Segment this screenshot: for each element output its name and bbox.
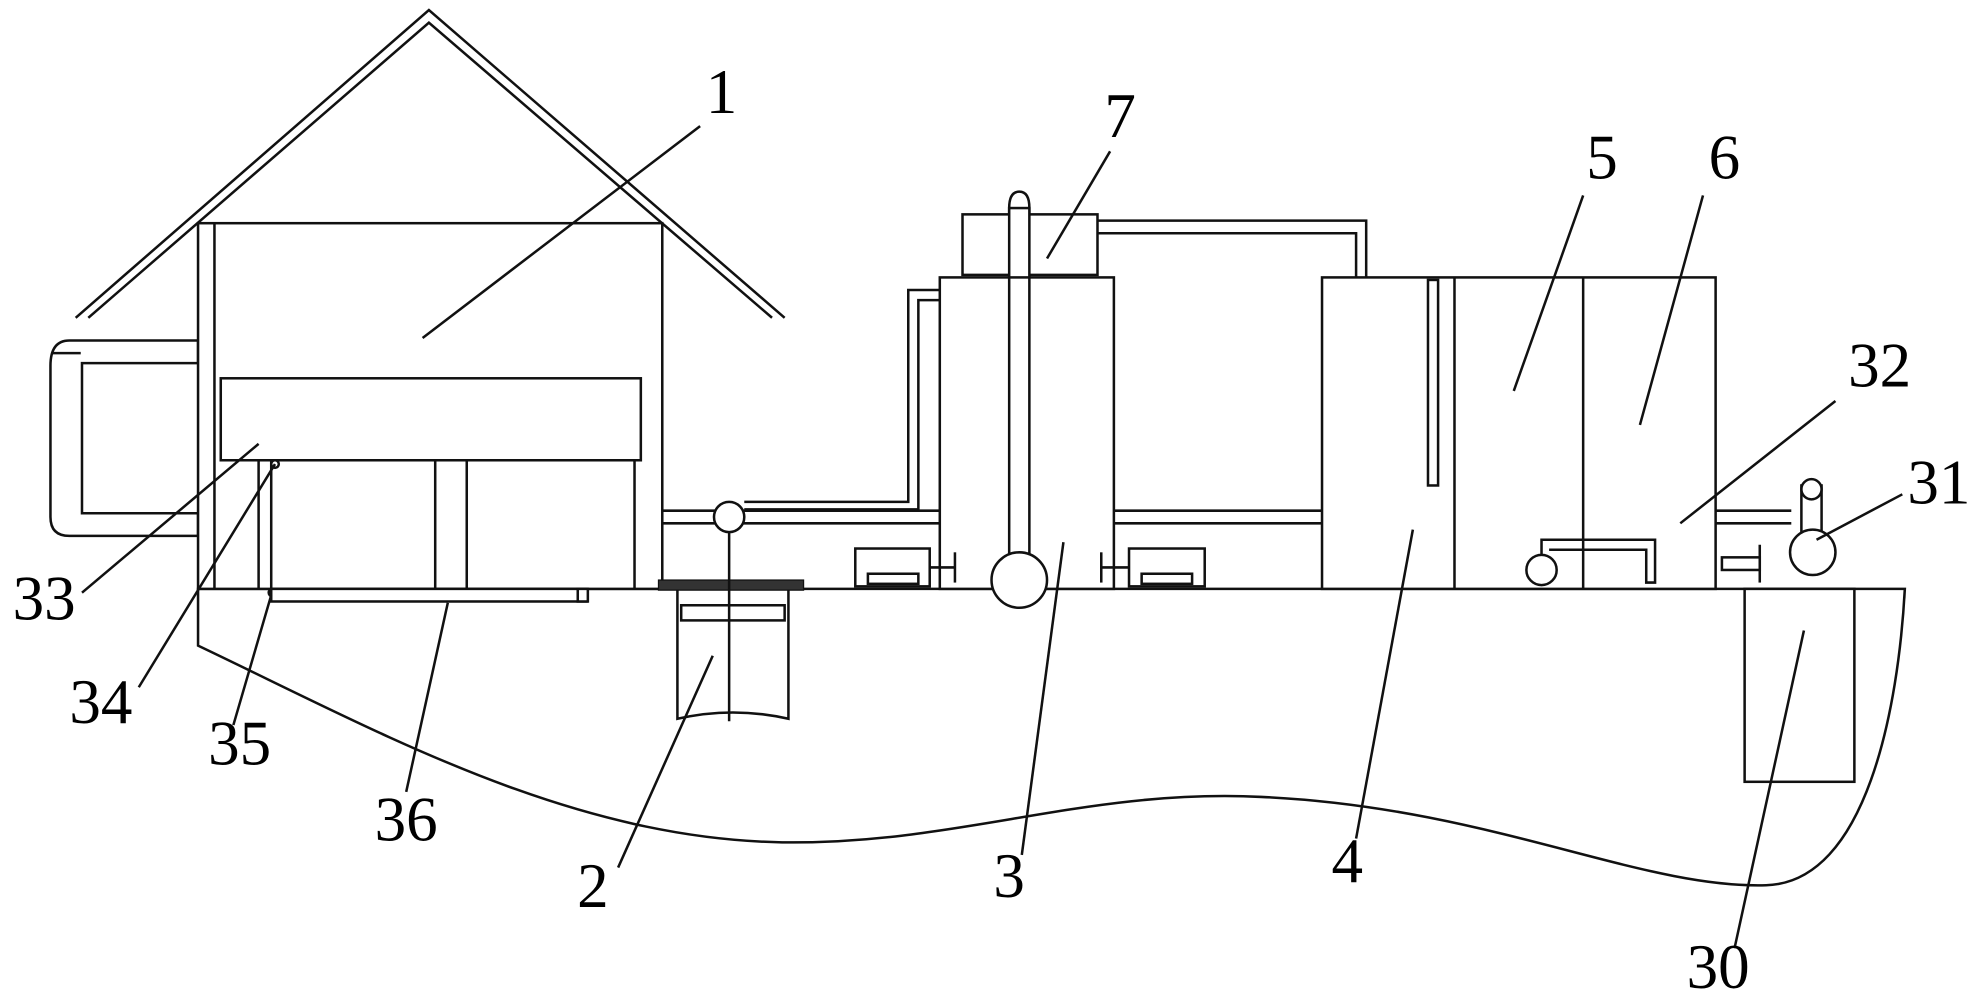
part-label-36: 36 [375, 784, 438, 854]
part-label-33: 33 [13, 564, 76, 634]
part-label-7: 7 [1104, 81, 1136, 151]
tank-3 [938, 190, 1116, 610]
part-label-2: 2 [577, 851, 609, 921]
part-label-35: 35 [208, 709, 271, 779]
part-label-5: 5 [1586, 122, 1618, 192]
part-label-34: 34 [69, 667, 132, 737]
leader-line-3 [1020, 542, 1065, 856]
building-1 [196, 221, 664, 603]
leader-line-7 [1045, 150, 1112, 260]
leader-line-30 [1733, 630, 1806, 949]
part-label-3: 3 [993, 841, 1025, 911]
leader-line-33 [81, 442, 260, 594]
part-label-32: 32 [1848, 330, 1911, 400]
leader-lines [81, 125, 1903, 949]
part-label-31: 31 [1907, 448, 1970, 518]
leader-line-31 [1815, 493, 1903, 541]
leader-line-1 [421, 125, 701, 339]
unit-7 [961, 206, 1368, 279]
leader-line-2 [616, 655, 714, 869]
tank-30 [1743, 587, 1856, 784]
part-label-6: 6 [1709, 122, 1741, 192]
leader-line-32 [1679, 400, 1837, 525]
part-label-1: 1 [706, 57, 738, 127]
part-label-4: 4 [1331, 826, 1363, 896]
tanks-4-5-6 [1320, 276, 1717, 591]
leader-line-4 [1354, 529, 1415, 839]
tank-2 [657, 288, 940, 722]
leader-line-6 [1638, 195, 1705, 426]
part-label-30: 30 [1687, 932, 1750, 1002]
roof [74, 8, 786, 319]
leader-line-35 [232, 594, 273, 726]
leader-line-36 [404, 602, 450, 793]
motor-boxes [854, 547, 1206, 588]
leader-line-34 [137, 463, 277, 688]
leader-line-5 [1512, 195, 1585, 392]
pump-31 [1720, 477, 1837, 583]
ground-section [196, 587, 1907, 887]
